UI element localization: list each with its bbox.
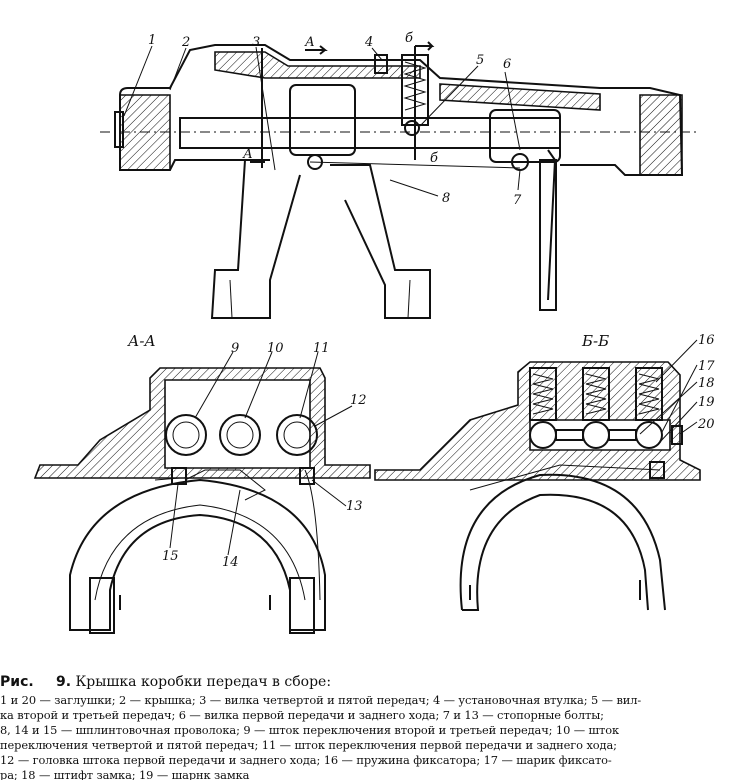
callout-7: 7 — [513, 193, 522, 208]
lock-ball — [404, 120, 420, 136]
caption-legend-line: переключения четвертой и пятой передач; … — [0, 738, 617, 753]
caption-legend-line: ра; 18 — штифт замка; 19 — шарнк замка — [0, 768, 250, 780]
callout-4: 4 — [364, 35, 373, 50]
fork-3-leg — [210, 159, 301, 319]
fork-pad-right — [289, 577, 315, 634]
callout-6: 6 — [503, 57, 511, 72]
detent-ball-2 — [582, 421, 610, 449]
callout-18: 18 — [698, 376, 715, 391]
callout-9: 9 — [231, 341, 239, 356]
caption-legend-line: 8, 14 и 15 — шплинтовочная проволока; 9 … — [0, 723, 620, 738]
bolt-13 — [299, 467, 315, 485]
section-aa-label: А-А — [127, 332, 156, 350]
cut-mark-b-bottom: б — [430, 151, 438, 166]
caption-number: 9. — [55, 674, 72, 690]
callout-15: 15 — [162, 549, 179, 564]
callout-17: 17 — [698, 359, 715, 374]
cut-mark-a-top: А — [304, 35, 315, 50]
section-aa-view: А-А 9 10 11 12 13 14 15 — [33, 332, 371, 634]
callout-20: 20 — [697, 417, 715, 432]
plug-1 — [114, 111, 124, 148]
bolt-left — [307, 154, 323, 170]
caption-title: Крышка коробки передач в сборе: — [75, 674, 332, 690]
cut-mark-a-bottom: А — [242, 147, 253, 162]
fork-3-head — [289, 84, 356, 156]
caption-legend-line: 12 — головка штока первой передачи и зад… — [0, 753, 612, 768]
bushing-4 — [374, 54, 388, 74]
lock-wire-bb — [469, 464, 661, 491]
lock-wire-8 — [309, 161, 521, 169]
plug-20 — [671, 425, 683, 445]
callout-11: 11 — [313, 341, 330, 356]
callout-12: 12 — [350, 393, 367, 408]
lock-pin-b — [608, 429, 637, 441]
shift-rod — [179, 117, 561, 149]
callout-2: 2 — [181, 35, 190, 50]
callout-16: 16 — [698, 333, 715, 348]
callout-19: 19 — [698, 395, 715, 410]
section-bb-view: Б-Б 16 17 18 19 20 — [374, 332, 715, 611]
rod-10 — [219, 414, 261, 456]
spring-bore-3 — [635, 367, 663, 421]
callout-3: 3 — [252, 35, 260, 50]
cut-mark-b-top: б — [405, 31, 413, 46]
cover-top-wall — [214, 51, 421, 79]
detent-ball-1 — [529, 421, 557, 449]
caption-title-line: Рис. 9. Крышка коробки передач в сборе: — [0, 672, 749, 692]
callout-13: 13 — [346, 499, 363, 514]
fork-6-head — [489, 109, 561, 163]
callout-5: 5 — [476, 53, 484, 68]
spring-bore-1 — [529, 367, 557, 421]
callout-8: 8 — [442, 191, 450, 206]
caption-prefix: Рис. — [0, 674, 34, 690]
caption-legend-line: 1 и 20 — заглушки; 2 — крышка; 3 — вилка… — [0, 693, 642, 707]
fork-arch-bb — [459, 473, 666, 611]
top-view: А А б б 1 2 3 4 5 6 7 8 — [100, 31, 700, 319]
figure-caption: Рис. 9. Крышка коробки передач в сборе: … — [0, 672, 749, 780]
lock-pin-18 — [555, 429, 584, 441]
lock-wire-14 — [184, 469, 266, 501]
rod-11 — [276, 414, 318, 456]
callout-1: 1 — [148, 33, 156, 48]
fork-arch-aa — [69, 478, 326, 631]
fork-5-leg — [330, 164, 431, 319]
section-bb-label: Б-Б — [581, 332, 609, 350]
callout-10: 10 — [267, 341, 284, 356]
bolt-15 — [171, 467, 187, 485]
caption-legend-line: ка второй и третьей передач; 6 — вилка п… — [0, 708, 604, 723]
cover-rib — [439, 83, 601, 111]
callout-14: 14 — [222, 555, 239, 570]
gearbox-cover-drawing: А А б б 1 2 3 4 5 6 7 8 А-А — [33, 31, 715, 634]
rod-9 — [165, 414, 207, 456]
spring-bore-2 — [582, 367, 610, 421]
fork-pad-left — [89, 577, 115, 634]
cover-wall-right — [639, 94, 683, 176]
bolt-bb — [649, 461, 665, 479]
